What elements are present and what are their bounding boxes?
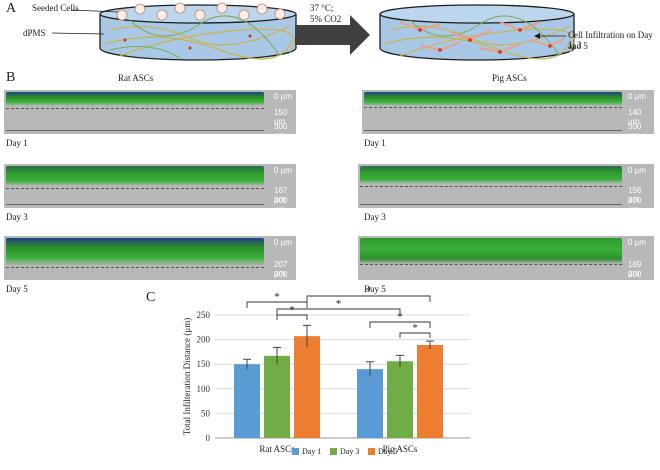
legend-label-day-1: Day 1 (302, 447, 321, 456)
bracket-day3-rat-pig (276, 308, 401, 315)
pig-day5-label: Day 5 (364, 284, 386, 294)
column-title-rat: Rat ASCs (118, 73, 154, 83)
x-category-label: Pig ASCs (383, 444, 418, 454)
bracket-day5-rat-pig (306, 295, 431, 302)
rat-day3-label: Day 3 (6, 212, 28, 222)
y-tick-label-0: 0 (206, 433, 211, 443)
y-axis-label: Total Infilteration Distance (μm) (182, 318, 192, 435)
pig-day1-bottom-depth: 300 μm (628, 122, 642, 140)
culture-dish-left (99, 2, 297, 61)
bracket-day5-rat-pig-star: * (366, 285, 372, 297)
legend-label-day-5: Day 5 (378, 447, 397, 456)
pig-day3-label: Day 3 (364, 212, 386, 222)
pig-day5-top-depth: 0 μm (628, 238, 646, 247)
legend-label-day-3: Day 3 (340, 447, 359, 456)
pig-day5-mid-depth: 189 μm (628, 260, 642, 278)
bracket-pig-day3-day5 (399, 332, 431, 338)
conditions-line-2: 5% CO2 (310, 14, 342, 24)
bracket-pig-day1-day5-star: * (397, 311, 403, 323)
seeded-cells-label: Seeded Cells (32, 3, 79, 13)
rat-day3-image: 0 μm 167 μm 300 μm (4, 164, 296, 214)
panel-label-c: C (146, 290, 156, 305)
bar-pig-day-1 (357, 369, 383, 438)
rat-day1-top-depth: 0 μm (274, 92, 292, 101)
infiltration-line-2: and 5 (568, 41, 588, 51)
bar-rat-day-3 (264, 355, 290, 438)
pig-day1-top-depth: 0 μm (628, 92, 646, 101)
pig-day5-bottom-depth: 300 μm (628, 270, 642, 288)
incubation-arrow (295, 15, 370, 55)
y-tick-label-150: 150 (197, 359, 211, 369)
pig-day3-top-depth: 0 μm (628, 166, 646, 175)
pig-day3-image: 0 μm 156 μm 300 μm (358, 164, 654, 214)
bracket-rat-day1-day5-star: * (274, 291, 280, 303)
bracket-rat-day3-day5 (276, 314, 308, 320)
rat-day1-bottom-depth: 300 μm (274, 122, 288, 140)
bar-rat-day-5 (294, 336, 320, 438)
rat-day3-bottom-depth: 300 μm (274, 196, 288, 214)
rat-day5-image: 0 μm 207 μm 300 μm (4, 236, 296, 288)
pig-day1-image: 0 μm 140 μm 300 μm (362, 90, 654, 140)
bar-pig-day-3 (387, 361, 413, 438)
scaffold-label: dPMS (23, 28, 46, 38)
legend-swatch-day-5 (368, 448, 375, 455)
pig-day3-mid-depth: 156 μm (628, 186, 642, 204)
bracket-pig-day1-day5 (369, 321, 431, 328)
culture-dish-right (379, 4, 575, 61)
y-tick-label-200: 200 (197, 335, 211, 345)
panel-label-b: B (6, 70, 16, 85)
legend-swatch-day-1 (292, 448, 299, 455)
conditions-line-1: 37 °C; (310, 3, 334, 13)
rat-day5-bottom-depth: 300 μm (274, 270, 288, 288)
pig-day1-mid-depth: 140 μm (628, 108, 642, 126)
bracket-rat-day3-day5-star: * (289, 304, 295, 316)
rat-day1-image: 0 μm 150 μm 300 μm (4, 90, 296, 140)
bracket-rat-day1-day5 (246, 301, 308, 308)
rat-day1-label: Day 1 (6, 138, 28, 148)
y-tick-label-50: 50 (201, 408, 211, 418)
bar-rat-day-1 (234, 364, 260, 438)
rat-day3-mid-depth: 167 μm (274, 186, 288, 204)
pig-day1-label: Day 1 (364, 138, 386, 148)
y-tick-label-250: 250 (197, 310, 211, 320)
bracket-pig-day3-day5-star: * (412, 322, 418, 334)
y-tick-label-100: 100 (197, 384, 211, 394)
rat-day1-mid-depth: 150 μm (274, 108, 288, 126)
panel-label-a: A (6, 1, 17, 16)
pig-day5-image: 0 μm 189 μm 300 μm (358, 236, 654, 288)
x-category-label: Rat ASCs (259, 444, 295, 454)
column-title-pig: Pig ASCs (492, 73, 527, 83)
rat-day3-top-depth: 0 μm (274, 166, 292, 175)
schematic-illustration (51, 2, 575, 61)
rat-day5-top-depth: 0 μm (274, 238, 292, 247)
infiltration-line-1: Cell Infiltration on Day 1, 3 (568, 30, 653, 50)
rat-day5-label: Day 5 (6, 284, 28, 294)
legend-swatch-day-3 (330, 448, 337, 455)
bar-pig-day-5 (417, 345, 443, 438)
rat-day5-mid-depth: 207 μm (274, 260, 288, 278)
pig-day3-bottom-depth: 300 μm (628, 196, 642, 214)
bracket-day3-rat-pig-star: * (336, 298, 342, 310)
